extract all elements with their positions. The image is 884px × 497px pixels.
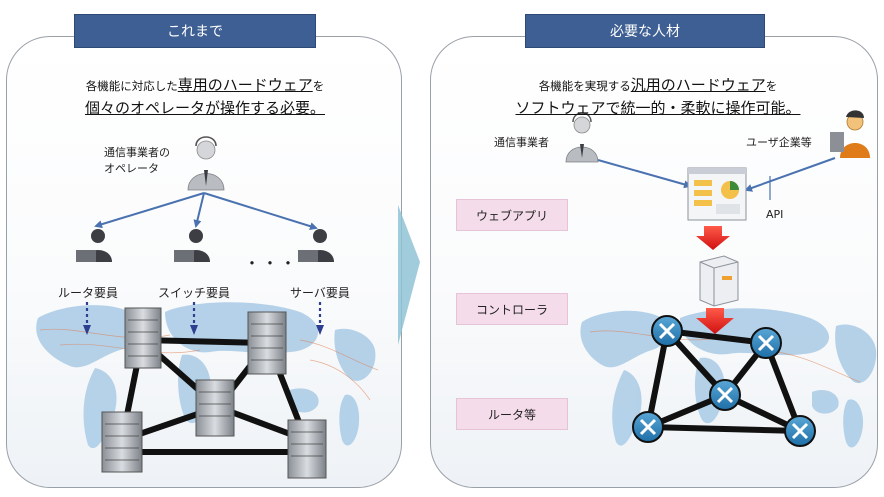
worker-laptop-icon xyxy=(76,229,112,262)
layer-controller: コントローラ xyxy=(456,293,568,325)
operator-headset-icon xyxy=(565,112,599,163)
user-company-icon xyxy=(830,110,870,158)
router-node-icon xyxy=(784,415,816,447)
carrier-label: 通信事業者 xyxy=(494,136,549,149)
layer-routers: ルータ等 xyxy=(456,398,568,430)
red-arrow-down xyxy=(696,308,734,334)
ellipsis: ・・・ xyxy=(244,254,299,273)
router-node-icon xyxy=(750,327,782,359)
transition-chevron xyxy=(398,205,420,345)
layer-web-app: ウェブアプリ xyxy=(456,199,568,231)
web-app-window-icon xyxy=(687,167,747,221)
controller-server-icon xyxy=(699,255,739,307)
router-staff-label: ルータ要員 xyxy=(58,286,119,300)
description-previous: 各機能に対応した専用のハードウェアを 個々のオペレータが操作する必要。 xyxy=(84,76,325,117)
router-node-icon xyxy=(632,411,664,443)
router-hardware-icon xyxy=(195,379,235,437)
switch-hardware-icon xyxy=(247,311,287,375)
worker-laptop-icon xyxy=(298,229,334,262)
router-node-icon xyxy=(651,315,683,347)
server-staff-label: サーバ要員 xyxy=(290,286,350,300)
api-label: API xyxy=(766,208,784,221)
router-hardware-icon xyxy=(124,307,162,369)
router-node-icon xyxy=(709,379,741,411)
description-required: 各機能を実現する汎用のハードウェアを ソフトウェアで統一的・柔軟に操作可能。 xyxy=(515,76,801,117)
server-hardware-icon xyxy=(101,411,143,473)
server-hardware-icon xyxy=(287,419,327,479)
header-required: 必要な人材 xyxy=(525,14,765,48)
user-company-label: ユーザ企業等 xyxy=(746,136,812,149)
red-arrow-down xyxy=(696,226,730,250)
operator-headset-icon xyxy=(187,136,225,191)
switch-staff-label: スイッチ要員 xyxy=(158,286,231,300)
worker-laptop-icon xyxy=(174,229,210,262)
operator-label: オペレータ xyxy=(104,162,159,175)
header-previous: これまで xyxy=(74,14,316,48)
operator-label: 通信事業者の xyxy=(104,146,170,159)
